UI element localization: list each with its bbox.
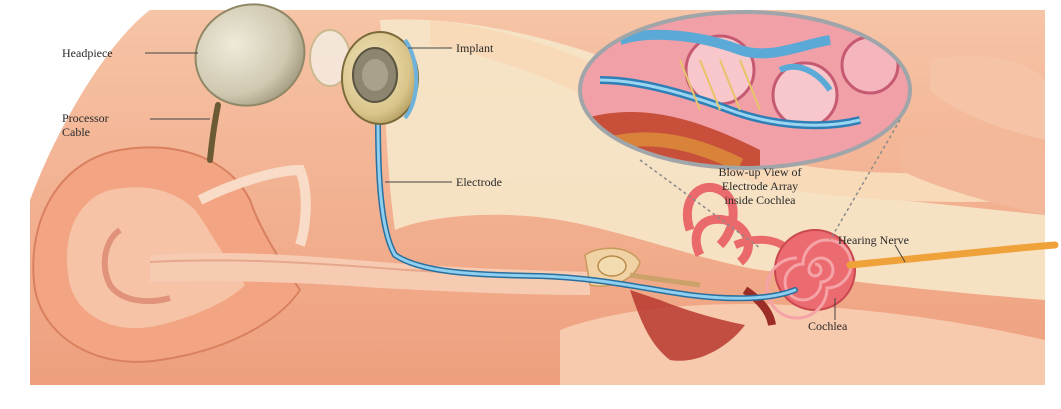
label-cochlea: Cochlea xyxy=(808,319,848,333)
label-blowup-line3: inside Cochlea xyxy=(725,193,797,207)
label-implant: Implant xyxy=(456,41,494,55)
label-electrode: Electrode xyxy=(456,175,502,189)
label-processor-line1: Processor xyxy=(62,111,109,125)
label-hearing-nerve: Hearing Nerve xyxy=(838,233,909,247)
label-processor-line2: Cable xyxy=(62,125,90,139)
label-blowup-line1: Blow-up View of xyxy=(718,165,801,179)
label-blowup-line2: Electrode Array xyxy=(722,179,798,193)
label-headpiece: Headpiece xyxy=(62,46,113,60)
